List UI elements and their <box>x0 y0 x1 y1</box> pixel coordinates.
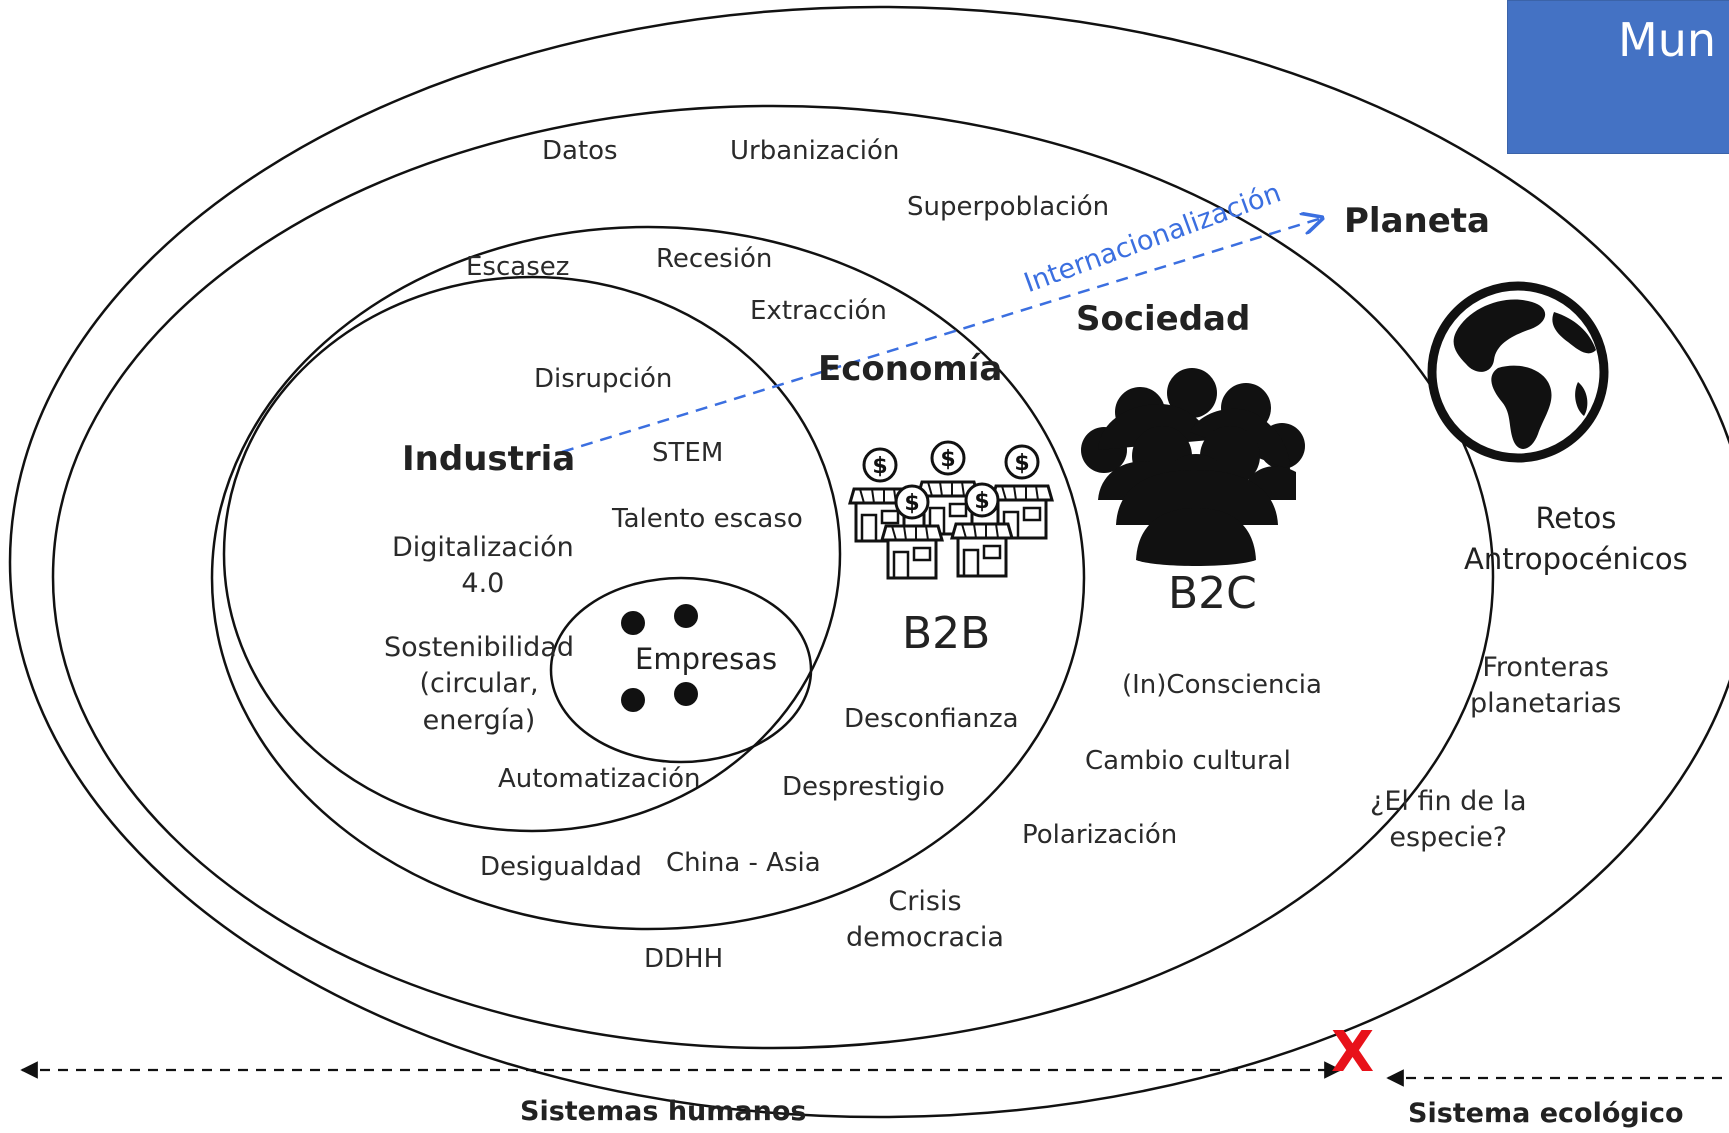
banner-title: Mun <box>1618 13 1716 67</box>
svg-text:$: $ <box>904 491 919 516</box>
crisis-line1: Crisis <box>888 886 962 917</box>
desigualdad-label: Desigualdad <box>480 852 642 882</box>
planeta-heading: Planeta <box>1344 201 1490 241</box>
ddhh-label: DDHH <box>644 944 724 974</box>
b2b-label: B2B <box>902 608 991 659</box>
escasez-label: Escasez <box>466 252 570 282</box>
people-group-icon <box>1081 368 1305 566</box>
polarizacion-label: Polarización <box>1022 820 1178 850</box>
sostenibilidad-line2: (circular, <box>419 668 539 700</box>
empresa-dot <box>674 682 698 706</box>
desconfianza-label: Desconfianza <box>844 704 1019 734</box>
china-label: China - Asia <box>666 848 821 878</box>
digitalizacion-line2: 4.0 <box>461 568 505 600</box>
retos-line2: Antropocénicos <box>1464 541 1688 576</box>
empresas-label: Empresas <box>635 642 778 676</box>
svg-text:$: $ <box>1014 451 1029 476</box>
storefront-icon: $ $ $ $ $ <box>848 440 1054 580</box>
empresa-dot <box>674 604 698 628</box>
digitalizacion-line1: Digitalización <box>392 532 574 563</box>
empresa-dot <box>621 688 645 712</box>
economia-heading: Economía <box>818 349 1003 389</box>
empresas-ellipse <box>549 576 813 764</box>
sostenibilidad-line3: energía) <box>422 704 536 736</box>
industria-ellipse <box>222 275 842 833</box>
talento-label: Talento escaso <box>612 504 803 534</box>
economia-ellipse <box>210 225 1086 931</box>
empresa-dot <box>621 611 645 635</box>
industria-heading: Industria <box>402 439 576 479</box>
fin-line1: ¿El fin de la <box>1370 786 1527 817</box>
planeta-ellipse <box>9 5 1729 1119</box>
b2c-label: B2C <box>1168 568 1257 619</box>
fronteras-line2: planetarias <box>1470 688 1622 720</box>
sostenibilidad-label: Sostenibilidad (circular, energía) <box>384 630 574 739</box>
store-icon: $ <box>848 447 912 543</box>
superpoblacion-label: Superpoblación <box>907 192 1110 222</box>
automatizacion-label: Automatización <box>498 764 701 794</box>
fronteras-line1: Fronteras <box>1482 652 1609 683</box>
recesion-label: Recesión <box>656 244 773 274</box>
extraccion-label: Extracción <box>750 296 887 326</box>
urbanizacion-label: Urbanización <box>730 136 900 166</box>
ecological-system-label: Sistema ecológico <box>1408 1098 1684 1129</box>
retos-label: Retos Antropocénicos <box>1464 498 1688 579</box>
inconsciencia-label: (In)Consciencia <box>1122 670 1322 700</box>
title-banner: Mun <box>1507 0 1729 154</box>
cambio-cultural-label: Cambio cultural <box>1085 746 1291 776</box>
fin-line2: especie? <box>1389 822 1508 854</box>
retos-line1: Retos <box>1535 501 1617 535</box>
svg-text:$: $ <box>872 454 887 479</box>
desprestigio-label: Desprestigio <box>782 772 945 802</box>
fin-especie-label: ¿El fin de la especie? <box>1370 784 1527 857</box>
sostenibilidad-line1: Sostenibilidad <box>384 632 575 663</box>
svg-text:$: $ <box>940 447 955 472</box>
store-icon: $ <box>950 482 1014 578</box>
fronteras-label: Fronteras planetarias <box>1470 650 1621 723</box>
crisis-label: Crisis democracia <box>846 884 1004 957</box>
boundary-x-mark: X <box>1331 1020 1375 1085</box>
stem-label: STEM <box>652 438 724 468</box>
sociedad-ellipse <box>51 104 1495 1050</box>
internationalization-arrow <box>561 218 1322 454</box>
disrupcion-label: Disrupción <box>534 364 673 394</box>
globe-icon <box>1427 281 1609 463</box>
store-icon: $ <box>916 440 980 536</box>
svg-text:$: $ <box>974 489 989 514</box>
sociedad-heading: Sociedad <box>1076 299 1251 339</box>
human-systems-label: Sistemas humanos <box>520 1096 807 1127</box>
digitalizacion-label: Digitalización 4.0 <box>392 530 574 603</box>
datos-label: Datos <box>542 136 618 166</box>
crisis-line2: democracia <box>846 922 1004 954</box>
store-icon: $ <box>880 484 944 580</box>
